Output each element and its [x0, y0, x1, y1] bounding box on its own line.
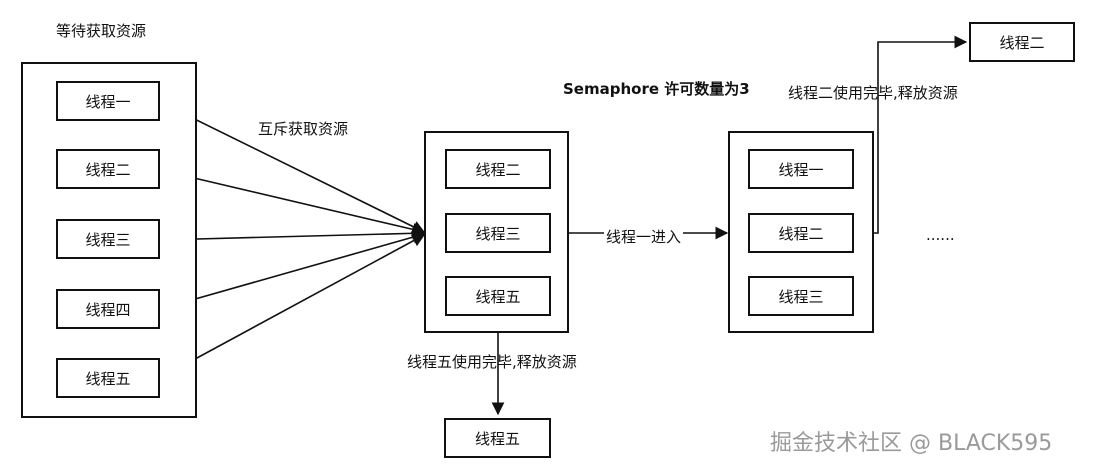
watermark: 掘金技术社区 @ BLACK595 [770, 431, 1053, 456]
semaphore-before-thread-c: 线程五 [445, 276, 551, 316]
semaphore-after-thread-b: 线程二 [748, 213, 854, 253]
semaphore-before-thread-a: 线程二 [445, 149, 551, 189]
edge-thread3-to-semaphore [159, 226, 426, 241]
waiting-thread-5: 线程五 [56, 358, 160, 398]
ellipsis: ...... [926, 226, 955, 244]
thread1-enter-label: 线程一进入 [604, 226, 684, 247]
semaphore-before-thread-b: 线程三 [445, 213, 551, 253]
released-thread2: 线程二 [969, 22, 1075, 62]
waiting-title: 等待获取资源 [56, 22, 147, 40]
edge-thread1-to-semaphore [159, 101, 426, 233]
waiting-thread-3: 线程三 [56, 219, 160, 259]
thread5-release-label: 线程五使用完毕,释放资源 [407, 353, 577, 371]
released-thread5: 线程五 [444, 418, 551, 458]
semaphore-after-thread-c: 线程三 [748, 276, 854, 316]
edge-thread5-to-semaphore [159, 234, 426, 379]
semaphore-title: Semaphore 许可数量为3 [563, 80, 750, 98]
thread2-release-label: 线程二使用完毕,释放资源 [788, 84, 958, 102]
semaphore-after-thread-a: 线程一 [748, 149, 854, 189]
waiting-thread-2: 线程二 [56, 149, 160, 189]
mutex-label: 互斥获取资源 [258, 120, 349, 138]
edge-thread4-to-semaphore [159, 230, 426, 310]
waiting-thread-4: 线程四 [56, 289, 160, 329]
edge-thread2-to-semaphore [159, 169, 426, 236]
waiting-thread-1: 线程一 [56, 81, 160, 121]
